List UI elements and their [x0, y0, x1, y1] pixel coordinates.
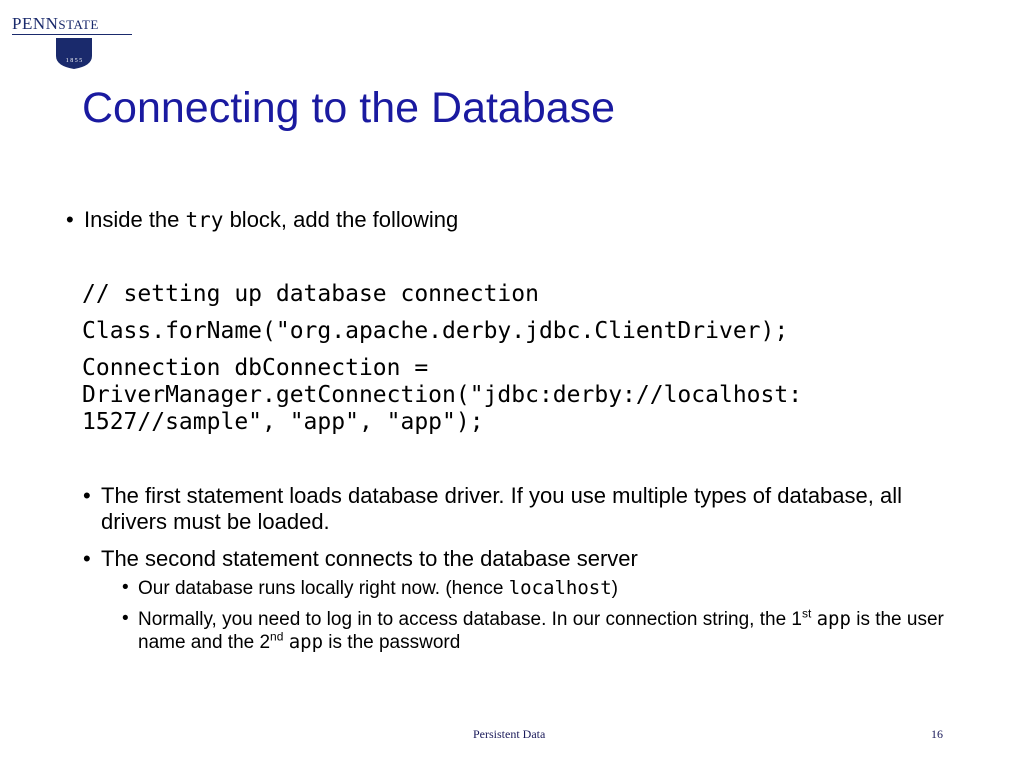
bullet-try-block: •Inside the try block, add the following	[66, 207, 459, 232]
slide-title: Connecting to the Database	[82, 84, 616, 132]
subbullet-dot: •	[122, 577, 129, 598]
subbullet-dot: •	[122, 608, 129, 629]
code-line-comment: // setting up database connection	[82, 281, 539, 307]
code-localhost: localhost	[508, 577, 612, 599]
bullet-dot: •	[66, 207, 74, 232]
subbullet-localhost: •Our database runs locally right now. (h…	[122, 577, 618, 599]
bullet-dot: •	[83, 483, 91, 508]
code-line-connection: Connection dbConnection = DriverManager.…	[82, 355, 803, 435]
subbullet-login: •Normally, you need to log in to access …	[122, 606, 944, 653]
code-app-password: app	[288, 631, 324, 653]
logo-wordmark: PENNSTATE	[12, 14, 99, 33]
code-try: try	[185, 208, 224, 232]
logo-rule	[12, 34, 132, 35]
shield-year: 1 8 5 5	[66, 58, 83, 64]
pennstate-logo: PENNSTATE 1 8 5 5	[12, 14, 134, 70]
code-app-user: app	[816, 608, 851, 630]
bullet-first-statement: •The first statement loads database driv…	[83, 483, 902, 534]
shield-icon: 1 8 5 5	[56, 38, 92, 69]
footer-page-number: 16	[931, 727, 943, 741]
code-line-class-forname: Class.forName("org.apache.derby.jdbc.Cli…	[82, 318, 789, 344]
footer-title: Persistent Data	[473, 727, 546, 741]
bullet-dot: •	[83, 546, 91, 571]
bullet-second-statement: •The second statement connects to the da…	[83, 546, 638, 571]
